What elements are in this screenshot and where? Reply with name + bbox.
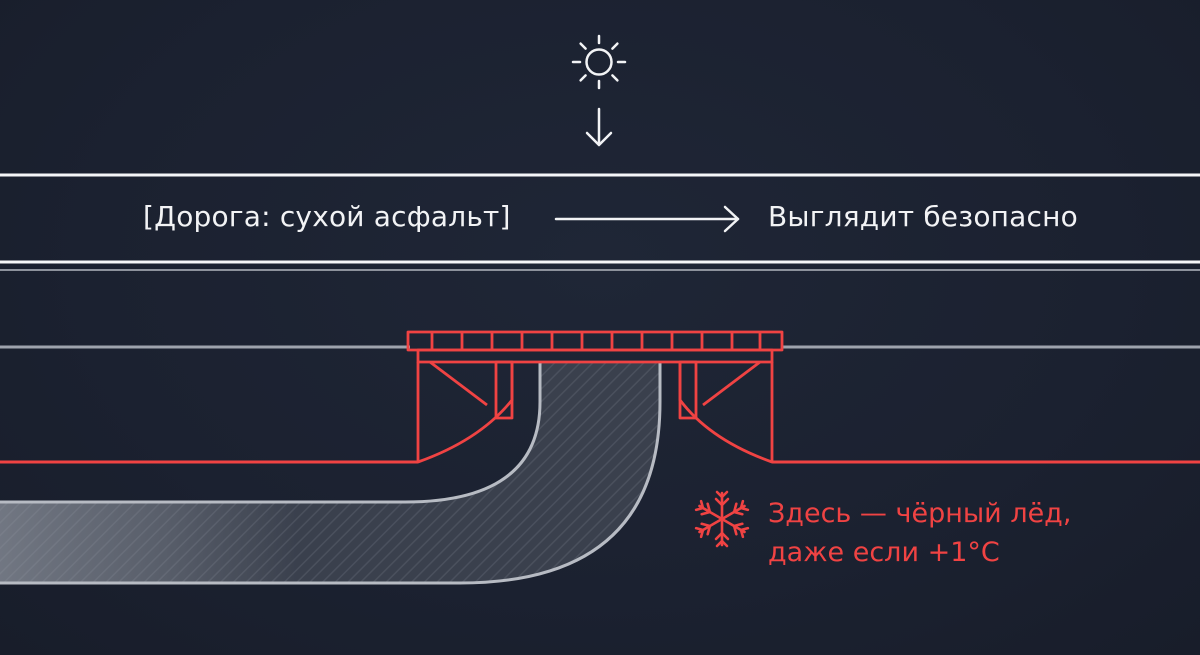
looks-safe-label: Выглядит безопасно (768, 200, 1078, 233)
arrow-right-icon (554, 205, 740, 233)
arrow-down-icon (585, 107, 613, 147)
road-condition-label: [Дорога: сухой асфальт] (143, 200, 511, 233)
underpass-road-fade (0, 362, 660, 583)
bridge (406, 330, 784, 464)
underpass-road-outer-edge (0, 362, 662, 585)
black-ice-warning: Здесь — чёрный лёд, даже если +1°C (768, 494, 1071, 572)
sun-icon (571, 34, 627, 90)
warning-line-1: Здесь — чёрный лёд, (768, 498, 1072, 529)
underpass-road-inner-edge (0, 362, 542, 504)
snowflake-icon (694, 490, 750, 548)
warning-line-2: даже если +1°C (768, 537, 1000, 568)
